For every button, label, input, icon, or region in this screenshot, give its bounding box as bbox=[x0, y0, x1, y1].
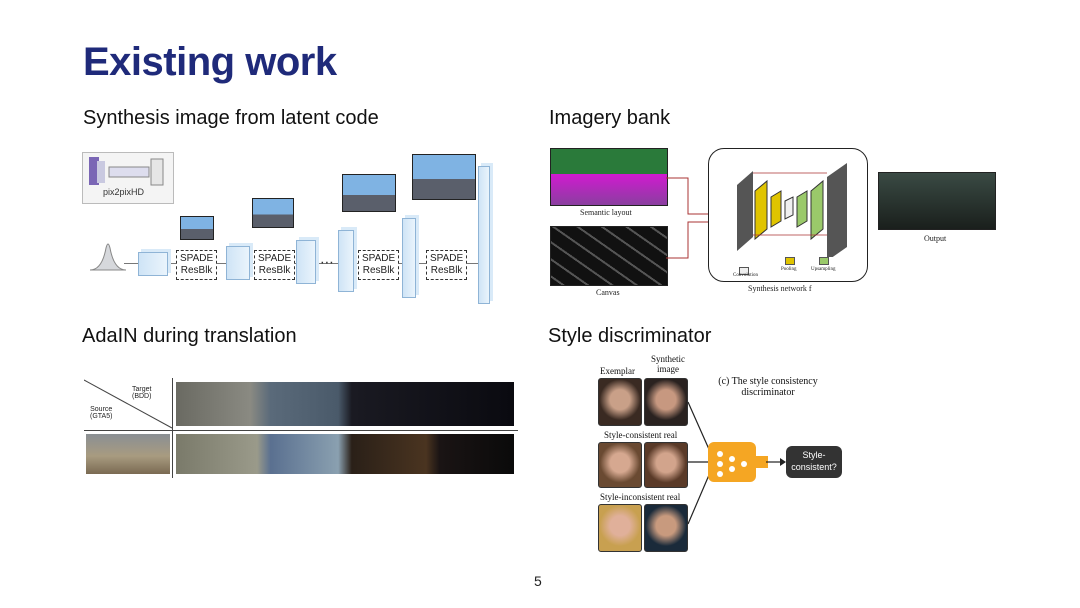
semantic-layout-image bbox=[550, 148, 668, 206]
spade-resblk-1: SPADE ResBlk bbox=[176, 250, 218, 280]
pooling-legend-label: Pooling bbox=[781, 267, 797, 272]
imagery-bank-heading: Imagery bank bbox=[549, 107, 671, 129]
discriminator-network-icon bbox=[708, 442, 756, 482]
encoder-decoder-icon bbox=[737, 163, 847, 257]
spade-line2: ResBlk bbox=[430, 265, 463, 276]
spade-resblk-3: SPADE ResBlk bbox=[358, 250, 400, 280]
inconsistent-real-face-1 bbox=[598, 504, 642, 552]
synthetic-line1: Synthetic bbox=[651, 354, 685, 364]
pix2pixhd-thumbnail: pix2pixHD bbox=[82, 152, 174, 204]
feature-block-3 bbox=[296, 240, 316, 284]
output-line2: consistent? bbox=[791, 462, 837, 472]
spade-line1: SPADE bbox=[362, 253, 396, 264]
output-image bbox=[878, 172, 996, 230]
horizontal-divider bbox=[84, 430, 518, 431]
inconsistent-real-face-2 bbox=[644, 504, 688, 552]
synthesis-heading: Synthesis image from latent code bbox=[83, 107, 379, 129]
caption-line2: discriminator bbox=[741, 387, 795, 398]
source-text: Source bbox=[90, 406, 113, 413]
inconsistent-real-label: Style-inconsistent real bbox=[600, 492, 681, 502]
canvas-image bbox=[550, 226, 668, 286]
target-images-strip bbox=[176, 382, 514, 426]
discriminator-caption: (c) The style consistency discriminator bbox=[708, 376, 828, 398]
slide-title: Existing work bbox=[83, 40, 337, 84]
spade-line2: ResBlk bbox=[362, 265, 395, 276]
segmap-thumb-1 bbox=[180, 216, 214, 240]
spade-line2: ResBlk bbox=[180, 265, 213, 276]
adain-heading: AdaIN during translation bbox=[82, 325, 297, 347]
caption-line1: (c) The style consistency bbox=[718, 376, 818, 387]
page-number: 5 bbox=[534, 573, 542, 589]
segmap-thumb-4 bbox=[412, 154, 476, 200]
target-sub-text: (BDD) bbox=[132, 393, 152, 400]
synthesis-network-label: Synthesis network f bbox=[748, 284, 812, 293]
consistent-real-label: Style-consistent real bbox=[604, 430, 678, 440]
style-discriminator-heading: Style discriminator bbox=[548, 325, 712, 347]
style-consistent-output-box: Style- consistent? bbox=[786, 446, 842, 478]
convolution-legend-swatch bbox=[739, 267, 749, 275]
output-label: Output bbox=[924, 234, 947, 243]
spade-resblk-2: SPADE ResBlk bbox=[254, 250, 296, 280]
feature-block-2 bbox=[226, 246, 250, 280]
canvas-label: Canvas bbox=[596, 288, 620, 297]
semantic-layout-label: Semantic layout bbox=[580, 208, 632, 217]
target-label: Target (BDD) bbox=[132, 386, 151, 400]
source-image bbox=[86, 434, 170, 474]
ellipsis-dots: ⋯ bbox=[320, 254, 334, 270]
spade-line2: ResBlk bbox=[258, 265, 291, 276]
style-discriminator-figure: Exemplar Synthetic image (c) The style c… bbox=[590, 350, 850, 554]
segmap-thumb-2 bbox=[252, 198, 294, 228]
segmap-thumb-3 bbox=[342, 174, 396, 212]
source-sub-text: (GTA5) bbox=[90, 413, 113, 420]
pix2pixhd-label: pix2pixHD bbox=[103, 187, 145, 197]
input-arrows bbox=[666, 177, 710, 259]
upsampling-legend-swatch bbox=[819, 257, 829, 265]
synthetic-face bbox=[644, 378, 688, 426]
translated-images-strip bbox=[176, 434, 514, 474]
adain-figure: Target (BDD) Source (GTA5) bbox=[84, 378, 518, 478]
discriminator-output-stub bbox=[756, 456, 768, 468]
output-line1: Style- bbox=[802, 450, 826, 460]
synthetic-image-label: Synthetic image bbox=[648, 354, 688, 374]
target-text: Target bbox=[132, 386, 152, 393]
spade-line1: SPADE bbox=[180, 253, 214, 264]
corner-diagonal bbox=[84, 379, 173, 429]
pooling-legend-swatch bbox=[785, 257, 795, 265]
convolution-legend-label: Convolution bbox=[733, 273, 759, 278]
output-arrow-icon bbox=[766, 458, 786, 466]
feature-block-5 bbox=[402, 218, 416, 298]
upsampling-legend-label: Upsampling bbox=[811, 267, 836, 272]
feature-block-6 bbox=[478, 166, 490, 304]
vertical-divider bbox=[172, 378, 173, 478]
consistent-real-face-2 bbox=[644, 442, 688, 488]
feature-block-4 bbox=[338, 230, 354, 292]
imagery-bank-figure: Semantic layout Canvas Convolution Pooli… bbox=[548, 146, 1000, 297]
exemplar-face bbox=[598, 378, 642, 426]
spade-line1: SPADE bbox=[430, 253, 464, 264]
spade-line1: SPADE bbox=[258, 253, 292, 264]
noise-distribution-icon bbox=[89, 243, 127, 271]
exemplar-label: Exemplar bbox=[600, 366, 635, 376]
pix2pixhd-diagram-icon bbox=[89, 157, 164, 186]
source-label: Source (GTA5) bbox=[90, 406, 112, 420]
spade-resblk-4: SPADE ResBlk bbox=[426, 250, 468, 280]
synthesis-figure: pix2pixHD SPADE ResBlk SPADE ResBlk ⋯ SP… bbox=[80, 148, 500, 308]
synthetic-line2: image bbox=[657, 364, 679, 374]
latent-block bbox=[138, 252, 168, 276]
consistent-real-face-1 bbox=[598, 442, 642, 488]
synthesis-network-box: Convolution Pooling Upsampling bbox=[708, 148, 868, 282]
